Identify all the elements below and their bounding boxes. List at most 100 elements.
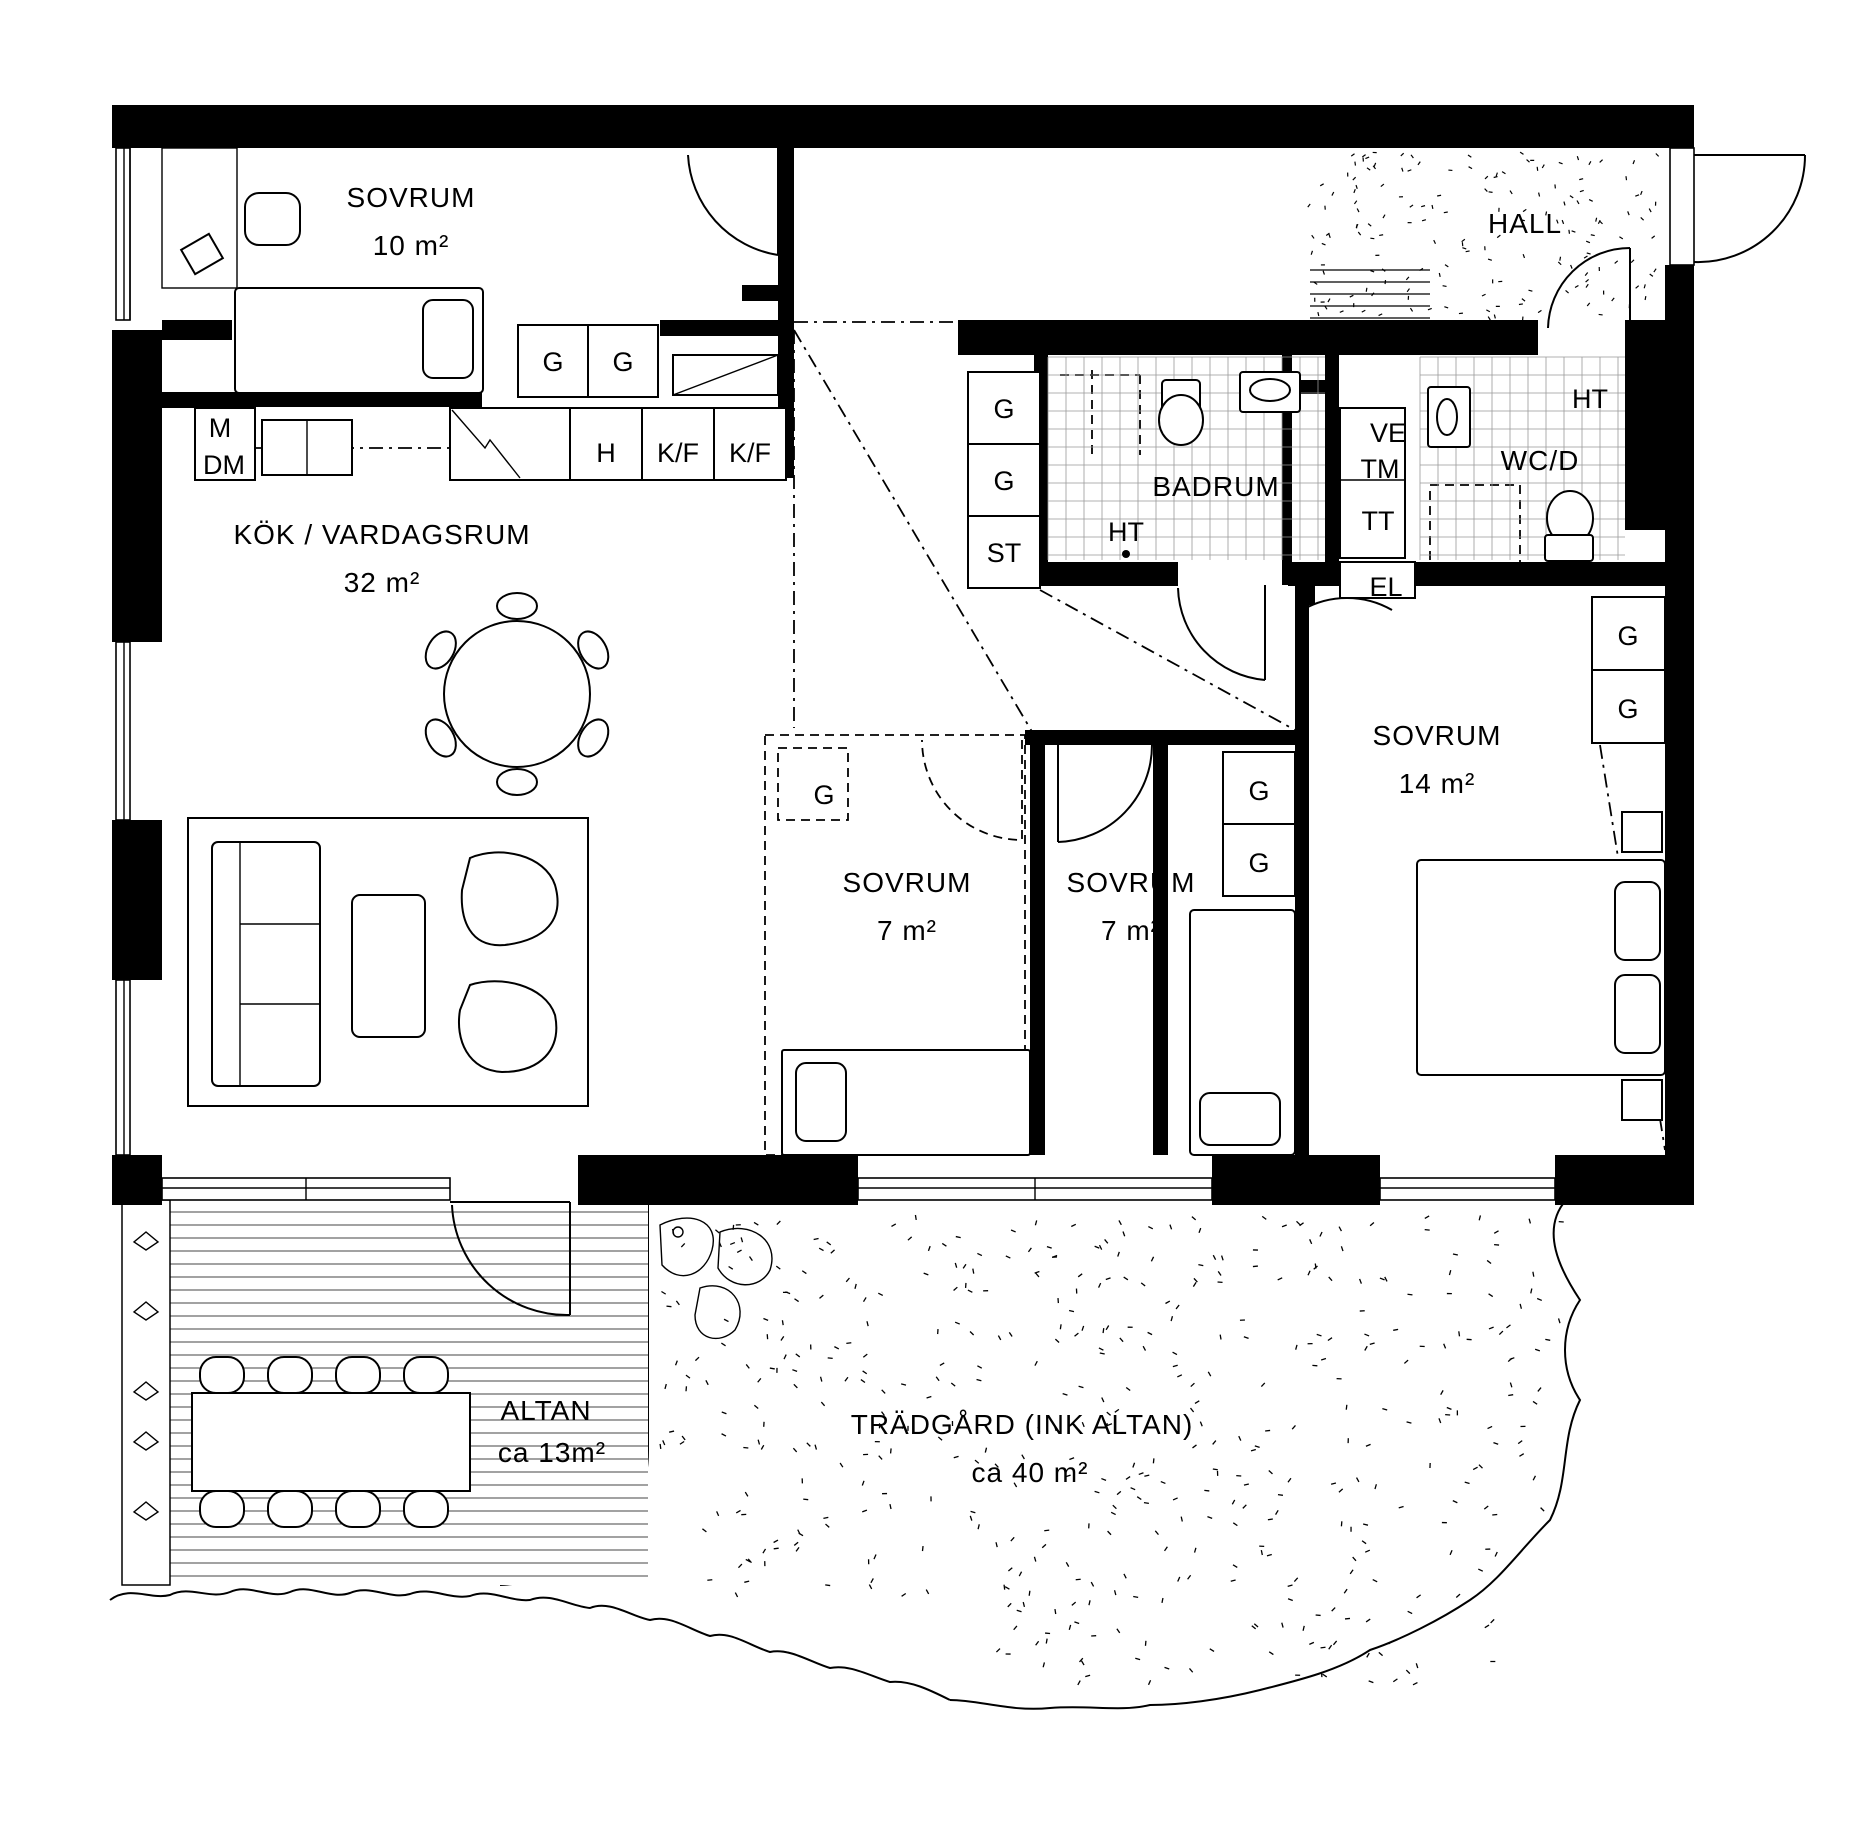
dining-chair — [424, 630, 457, 670]
stipple-mark — [1267, 1518, 1273, 1521]
stipple-mark — [1313, 1265, 1318, 1270]
stipple-mark — [734, 1592, 739, 1598]
stipple-mark — [1193, 1277, 1198, 1283]
stipple-mark — [954, 1321, 961, 1325]
stipple-mark — [1632, 160, 1636, 165]
stipple-mark — [1442, 285, 1447, 288]
stipple-mark — [1074, 1621, 1080, 1625]
stipple-mark — [969, 1515, 973, 1521]
stipple-mark — [1438, 1418, 1442, 1424]
stipple-mark — [866, 1321, 869, 1327]
stipple-mark — [1561, 219, 1565, 225]
stipple-mark — [1421, 205, 1426, 208]
stipple-mark — [1008, 1331, 1013, 1337]
stipple-mark — [1142, 1345, 1147, 1351]
stipple-mark — [907, 1236, 913, 1241]
stipple-mark — [680, 1243, 686, 1248]
stipple-mark — [1586, 252, 1591, 255]
stipple-mark — [1369, 1221, 1375, 1227]
stipple-mark — [1369, 1342, 1375, 1346]
stipple-mark — [1378, 1651, 1384, 1657]
hall-floor — [1306, 148, 1662, 321]
stipple-mark — [1407, 1293, 1413, 1296]
stipple-mark — [1165, 1300, 1171, 1305]
stipple-mark — [1268, 1470, 1273, 1475]
stipple-mark — [1493, 175, 1498, 179]
cabinets — [194, 324, 1666, 897]
stipple-mark — [1135, 1657, 1141, 1661]
stipple-mark — [1406, 1421, 1412, 1424]
stipple-mark — [702, 1528, 707, 1533]
stipple-mark — [1068, 1309, 1075, 1313]
plant-icon — [132, 1431, 160, 1451]
stipple-mark — [762, 1548, 767, 1554]
stipple-mark — [1461, 238, 1466, 243]
stipple-mark — [1365, 1443, 1371, 1447]
symbol-g: G — [1617, 621, 1638, 651]
stipple-mark — [694, 1356, 700, 1362]
stipple-mark — [794, 1298, 799, 1303]
stipple-mark — [1350, 153, 1355, 157]
dining-chair — [496, 768, 538, 796]
stipple-mark — [1321, 242, 1326, 246]
stipple-mark — [1138, 1472, 1144, 1476]
stipple-mark — [1393, 1328, 1399, 1331]
stipple-mark — [806, 1442, 811, 1447]
stipple-mark — [1317, 311, 1320, 317]
stipple-mark — [1212, 1440, 1217, 1445]
stipple-mark — [889, 1448, 892, 1454]
stipple-mark — [705, 1380, 709, 1386]
stipple-mark — [970, 1510, 976, 1514]
stipple-mark — [1307, 203, 1311, 208]
stipple-mark — [1106, 1411, 1112, 1416]
stipple-mark — [769, 1367, 775, 1370]
stipple-mark — [1392, 1678, 1398, 1683]
stipple-mark — [825, 1584, 831, 1587]
stipple-mark — [1320, 1646, 1326, 1649]
stipple-mark — [1545, 211, 1548, 216]
stipple-mark — [1486, 1259, 1492, 1265]
stipple-mark — [1532, 1475, 1537, 1481]
stipple-mark — [1251, 1625, 1257, 1630]
stipple-mark — [1310, 250, 1314, 255]
room-label-hall: HALL — [1488, 208, 1562, 239]
stipple-mark — [1016, 1609, 1022, 1613]
stipple-mark — [941, 1242, 947, 1247]
stipple-mark — [1081, 1421, 1085, 1428]
stipple-mark — [1243, 1336, 1249, 1340]
stipple-mark — [1147, 1331, 1153, 1336]
stipple-mark — [1361, 1540, 1367, 1545]
stipple-mark — [1519, 1453, 1525, 1457]
stipple-mark — [1478, 1464, 1483, 1469]
dining-chair — [577, 718, 610, 758]
stipple-mark — [1614, 260, 1619, 264]
stipple-mark — [1328, 1644, 1333, 1650]
stipple-mark — [1378, 313, 1383, 317]
stipple-mark — [1483, 1505, 1489, 1510]
stipple-mark — [1320, 1357, 1327, 1361]
stipple-mark — [839, 1462, 844, 1468]
stipple-mark — [1070, 1223, 1077, 1228]
stipple-mark — [1136, 1496, 1142, 1501]
stipple-mark — [1595, 217, 1598, 222]
stipple-mark — [891, 1223, 897, 1228]
stipple-mark — [1501, 171, 1506, 175]
stipple-mark — [962, 1263, 967, 1269]
stipple-mark — [1379, 234, 1384, 237]
stipple-mark — [1558, 161, 1563, 165]
stipple-mark — [1519, 1303, 1523, 1309]
stipple-mark — [675, 1300, 680, 1306]
stipple-mark — [1588, 161, 1592, 166]
stipple-mark — [1506, 1324, 1511, 1329]
stipple-mark — [1207, 1516, 1213, 1519]
stipple-mark — [1081, 1466, 1085, 1472]
stipple-mark — [1599, 159, 1603, 163]
stipple-mark — [1296, 1220, 1301, 1226]
stipple-mark — [900, 1383, 907, 1386]
stipple-mark — [1570, 264, 1573, 269]
stipple-mark — [1077, 1680, 1081, 1686]
stipple-mark — [1528, 289, 1533, 292]
stipple-mark — [1541, 164, 1545, 169]
stipple-mark — [1517, 1440, 1523, 1445]
stipple-mark — [1065, 1474, 1071, 1478]
